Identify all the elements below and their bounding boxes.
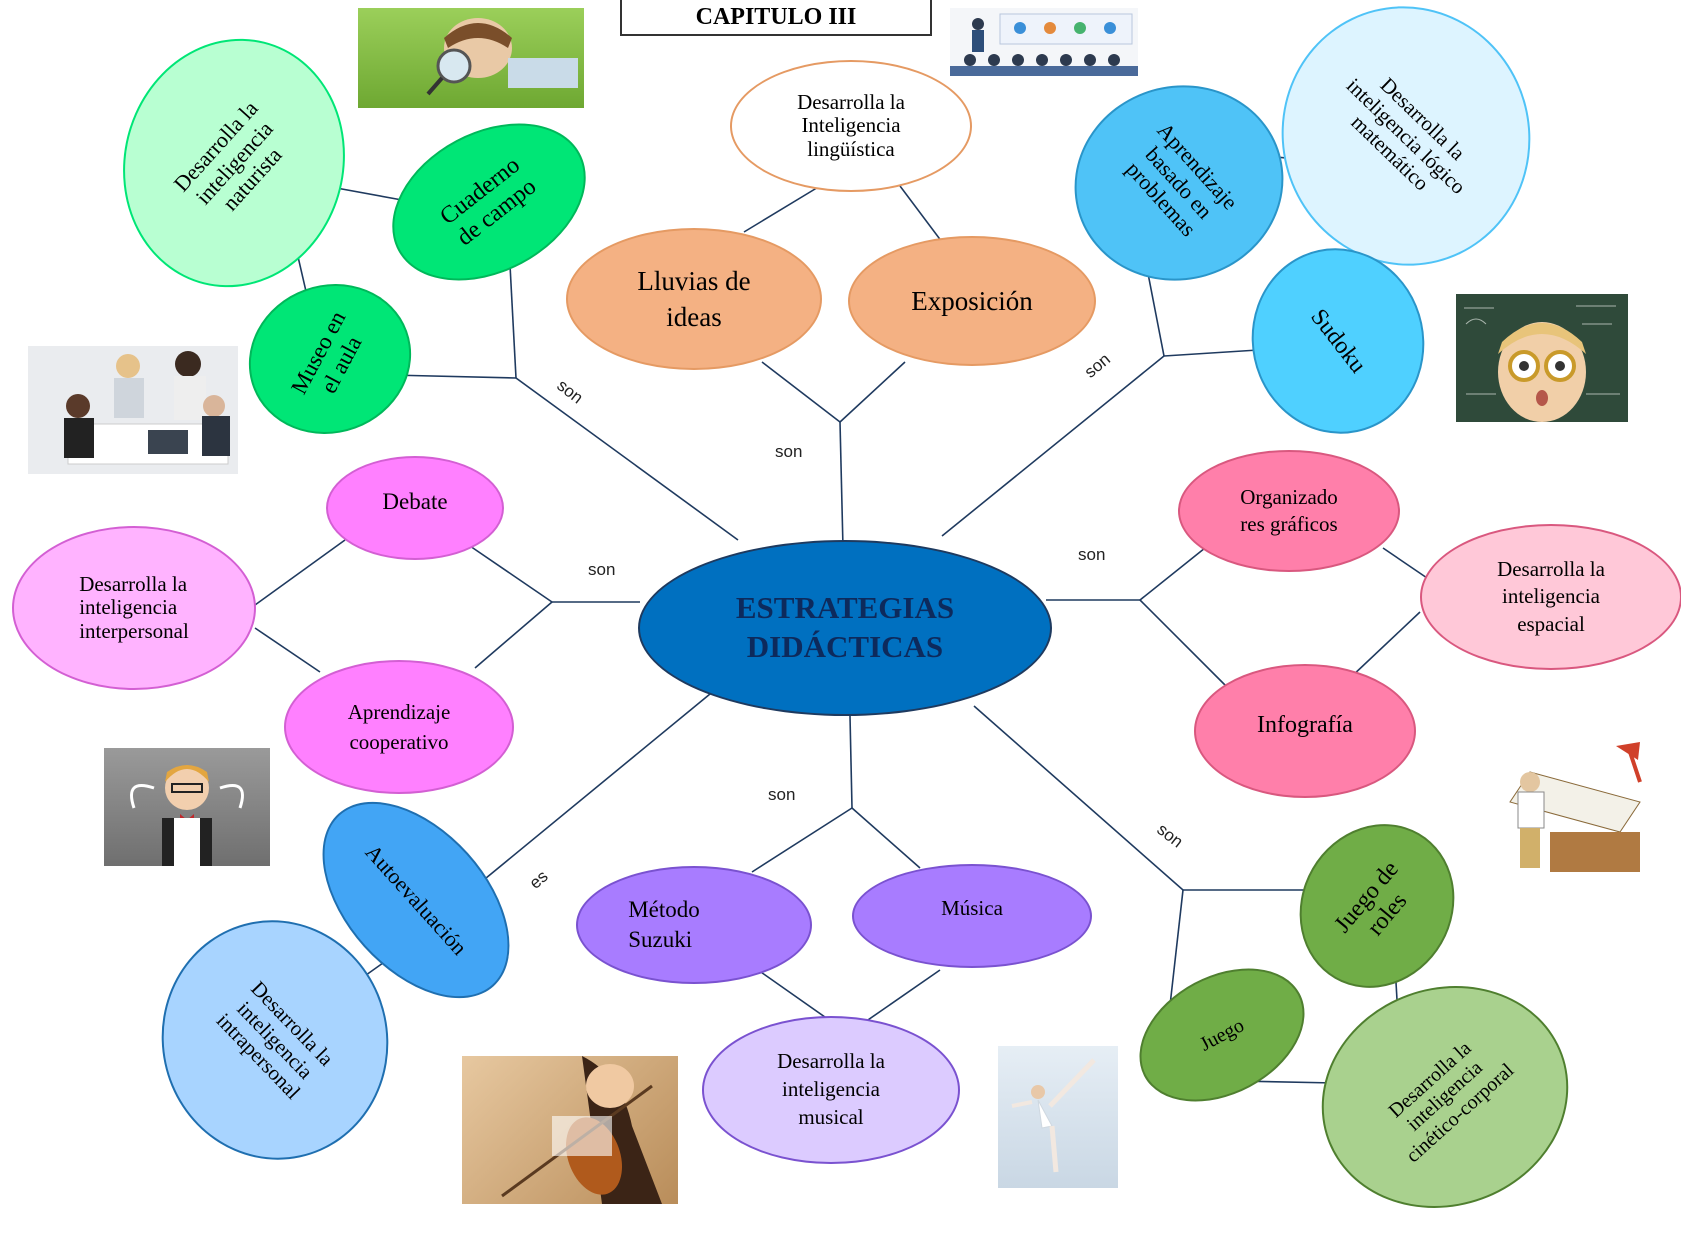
node-museo: Museo en el aula — [227, 261, 433, 457]
node-logico: Desarrolla la inteligencia lógico matemá… — [1254, 0, 1558, 293]
office-meeting-photo — [28, 346, 238, 474]
node-debate-label: Debate — [382, 489, 448, 515]
node-organizadores-label: Organizado res gráficos — [1240, 484, 1338, 536]
node-musical: Desarrolla la inteligencia musical — [702, 1016, 960, 1164]
node-juego: Juego — [1116, 941, 1328, 1129]
node-musica-label: Música — [941, 896, 1003, 921]
node-exposicion: Exposición — [848, 236, 1096, 366]
node-cinetico: Desarrolla la inteligencia cinético-corp… — [1290, 951, 1600, 1242]
node-cuaderno-label: Cuaderno de campo — [435, 152, 542, 252]
connector-top-right: son — [1080, 349, 1114, 382]
node-naturista-label: Desarrolla la inteligencia naturista — [168, 95, 287, 216]
node-naturista: Desarrolla la inteligencia naturista — [97, 15, 371, 311]
center-node: ESTRATEGIAS DIDÁCTICAS — [638, 540, 1052, 716]
node-exposicion-label: Exposición — [911, 285, 1033, 316]
connector-bottom-left: es — [525, 866, 552, 893]
glasses-boy-math-photo — [1456, 294, 1628, 422]
connector-right: son — [1078, 545, 1106, 564]
connector-bottom: son — [768, 785, 796, 804]
node-infografia: Infografía — [1194, 664, 1416, 798]
node-musica: Música — [852, 864, 1092, 968]
node-espacial-label: Desarrolla la inteligencia espacial — [1497, 557, 1605, 636]
node-cinetico-label: Desarrolla la inteligencia cinético-corp… — [1384, 1037, 1518, 1168]
node-lluvias: Lluvias de ideas — [566, 228, 822, 370]
node-juego-label: Juego — [1196, 1014, 1248, 1056]
node-abp-label: Aprendizaje basado en problemas — [1121, 117, 1244, 242]
node-musical-label: Desarrolla la inteligencia musical — [777, 1049, 885, 1129]
ice-skater-photo — [998, 1046, 1118, 1188]
strong-boy-photo — [104, 748, 270, 866]
node-linguistica-label: Desarrolla la Inteligencia lingüística — [797, 89, 905, 161]
connector-left: son — [588, 560, 616, 579]
node-organizadores: Organizado res gráficos — [1178, 450, 1400, 572]
node-logico-label: Desarrolla la inteligencia lógico matemá… — [1342, 72, 1471, 199]
node-suzuki: Método Suzuki — [576, 866, 812, 984]
node-cooperativo: Aprendizaje cooperativo — [284, 660, 514, 794]
violin-girl-photo — [462, 1056, 678, 1204]
connector-top-left: son — [553, 375, 587, 408]
node-roles-label: Juego de roles — [1329, 856, 1412, 941]
node-abp: Aprendizaje basado en problemas — [1051, 60, 1307, 306]
center-label: ESTRATEGIAS DIDÁCTICAS — [735, 590, 955, 664]
node-lluvias-label: Lluvias de ideas — [637, 265, 751, 332]
node-debate: Debate — [326, 456, 504, 560]
chapter-title: CAPITULO III — [620, 0, 932, 36]
concept-map: CAPITULO III ESTRATEGIAS DIDÁCTICAS Desa… — [12, 0, 1681, 1242]
architect-drawing-photo — [1490, 742, 1658, 876]
node-museo-label: Museo en el aula — [286, 307, 367, 399]
node-autoevaluacion-label: Autoevaluación — [360, 839, 473, 960]
node-intrapersonal-label: Desarrolla la inteligencia intrapersonal — [211, 975, 339, 1104]
node-cooperativo-label: Aprendizaje cooperativo — [347, 699, 451, 754]
node-suzuki-label: Método Suzuki — [628, 896, 700, 952]
node-sudoku-label: Sudoku — [1305, 303, 1372, 378]
magnifier-child-photo — [358, 8, 584, 108]
node-linguistica: Desarrolla la Inteligencia lingüística — [730, 60, 972, 192]
node-interpersonal-label: Desarrolla la inteligencia interpersonal — [79, 571, 189, 643]
node-roles: Juego de roles — [1270, 795, 1484, 1017]
node-interpersonal: Desarrolla la inteligencia interpersonal — [12, 526, 256, 690]
connector-bottom-right: son — [1153, 819, 1187, 852]
node-infografia-label: Infografía — [1257, 711, 1353, 738]
connector-top: son — [775, 442, 803, 461]
presentation-audience-photo — [950, 8, 1138, 76]
node-espacial: Desarrolla la inteligencia espacial — [1420, 524, 1681, 670]
